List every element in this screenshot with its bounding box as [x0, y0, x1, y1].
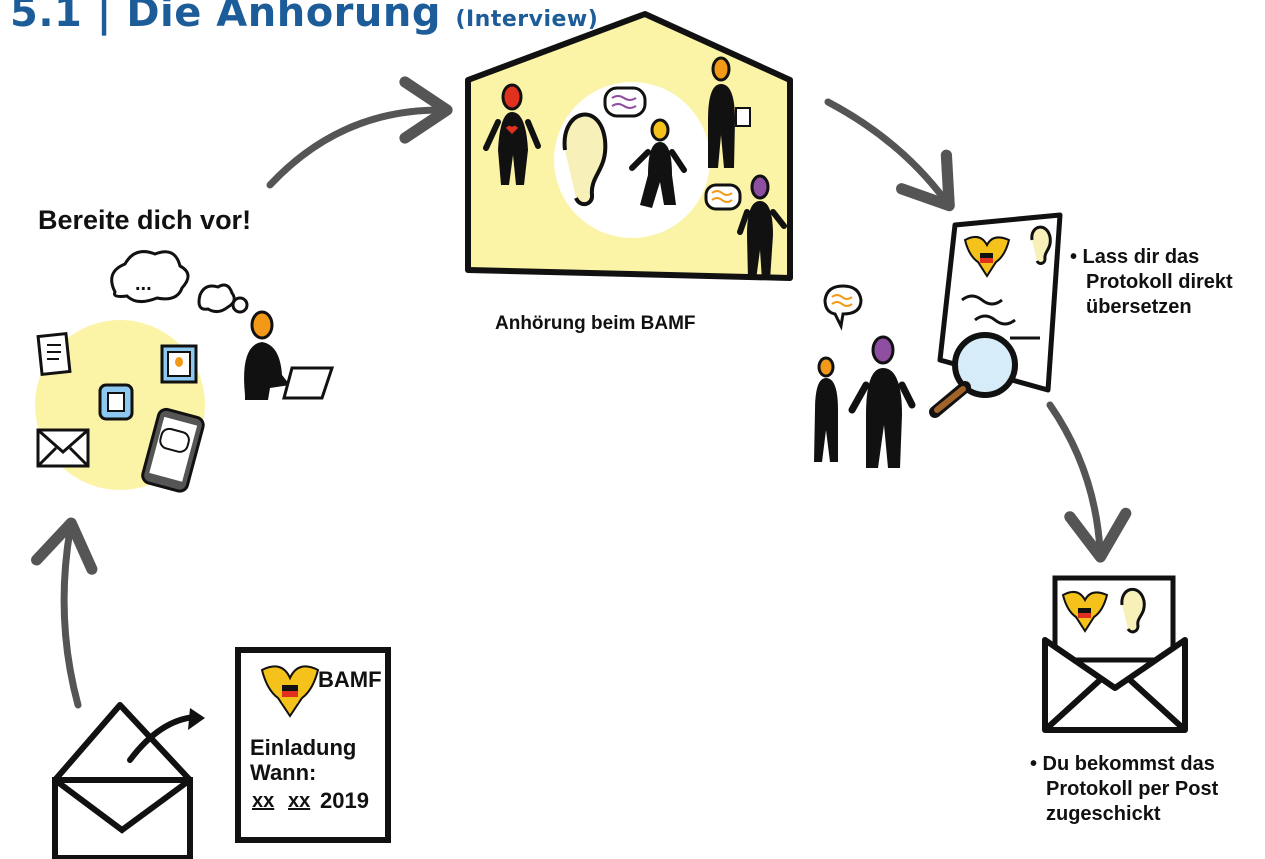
letter-org: BAMF [318, 667, 382, 692]
person-purple-large [848, 335, 916, 468]
person-orange-small [814, 356, 838, 462]
eagle-emblem-icon [1061, 590, 1109, 633]
post-line-1: • Du bekommst das [1030, 753, 1215, 775]
step-prepare-label: Bereite dich vor! [38, 205, 252, 235]
translate-line-1: • Lass dir das [1070, 246, 1200, 268]
invitation-letter [235, 647, 391, 843]
letter-date-month: xx [288, 790, 311, 812]
title-sub: (Interview) [455, 7, 599, 32]
magnifier-icon [929, 332, 1018, 418]
house-icon [465, 11, 793, 281]
letter-date-day: xx [252, 790, 275, 812]
document-icon [36, 331, 72, 377]
letter-date-year: 2019 [320, 788, 369, 813]
person-purple [704, 174, 787, 280]
thought-text: ... [135, 273, 152, 295]
person-yellow [629, 118, 687, 208]
opened-envelope [52, 702, 205, 859]
post-envelope [1042, 575, 1188, 733]
photo-icon [160, 344, 198, 384]
speech-bubble-icon [603, 86, 647, 118]
translate-line-2: Protokoll direkt [1086, 271, 1233, 293]
ear-icon [1120, 588, 1146, 634]
arrow-icon [266, 76, 453, 189]
laptop-icon [282, 366, 335, 400]
step-post-label: • Du bekommst das Protokoll per Post zug… [1030, 752, 1218, 827]
post-line-2: Protokoll per Post [1046, 778, 1219, 800]
step-translate-label: • Lass dir das Protokoll direkt übersetz… [1070, 245, 1233, 320]
arrow-icon [824, 98, 955, 212]
letter-heading: Einladung [250, 735, 357, 760]
thought-cloud-icon: ... [110, 250, 249, 314]
notepad-icon [98, 383, 134, 421]
person-red [483, 83, 541, 185]
letter-when: Wann: [250, 760, 317, 785]
smartphone-icon [141, 407, 205, 493]
envelope-icon [36, 428, 90, 468]
speech-bubble-icon [823, 284, 863, 331]
post-line-3: zugeschickt [1046, 803, 1161, 825]
eagle-emblem-icon [963, 235, 1011, 278]
page-title: 5.1 | Die Anhörung (Interview) [10, 0, 598, 36]
eagle-emblem-icon [260, 665, 320, 718]
step-hearing-label: Anhörung beim BAMF [495, 313, 696, 334]
arrow-icon [31, 517, 98, 709]
ear-icon [1030, 225, 1052, 265]
arrow-icon [1046, 401, 1132, 563]
translate-line-3: übersetzen [1086, 296, 1192, 318]
person-orange [708, 56, 751, 168]
ear-icon [562, 112, 608, 207]
person-laptop [244, 310, 290, 400]
title-main: 5.1 | Die Anhörung [10, 0, 441, 36]
